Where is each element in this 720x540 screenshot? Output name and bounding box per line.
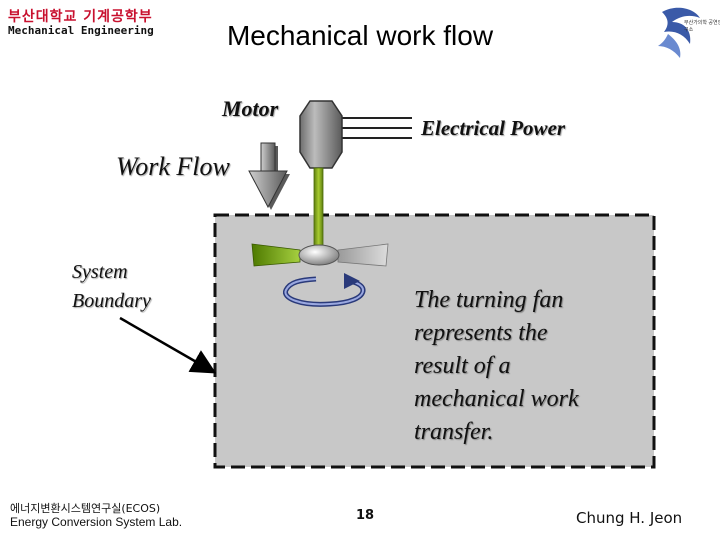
page-number: 18 bbox=[356, 508, 375, 523]
university-emblem bbox=[658, 7, 700, 58]
electrical-power-label: Electrical Power bbox=[421, 116, 566, 140]
system-boundary-label-line1: System bbox=[72, 261, 128, 283]
emblem-caption: 부산가의학 공연인구소 bbox=[684, 20, 720, 33]
fan-text-line1: The turning fan bbox=[414, 287, 564, 313]
university-logo-korean: 부산대학교 기계공학부 bbox=[8, 9, 153, 25]
fan-text-line2: represents the bbox=[414, 320, 548, 346]
fan-text-line3: result of a bbox=[414, 353, 511, 379]
author-name: Chung H. Jeon bbox=[576, 509, 683, 527]
fan-shaft bbox=[313, 167, 324, 249]
fan-blade-left bbox=[251, 243, 301, 267]
power-wires bbox=[340, 117, 412, 139]
rotation-arrow bbox=[283, 273, 366, 307]
fan-hub bbox=[298, 244, 340, 266]
department-logo-english: Mechanical Engineering bbox=[8, 24, 154, 37]
motor-label: Motor bbox=[222, 96, 279, 121]
lab-name-english: Energy Conversion System Lab. bbox=[10, 515, 183, 529]
system-boundary-label: System Boundary bbox=[72, 258, 151, 316]
fan-explanation-text: The turning fan represents the result of… bbox=[414, 284, 644, 449]
fan-text-line4: mechanical work bbox=[414, 386, 579, 412]
work-flow-arrow bbox=[248, 142, 290, 210]
work-flow-label: Work Flow bbox=[116, 152, 230, 181]
lab-name-korean: 에너지변환시스템연구실(ECOS) bbox=[10, 502, 161, 515]
boundary-pointer-arrow bbox=[119, 316, 217, 374]
fan-text-line5: transfer. bbox=[414, 419, 494, 445]
system-boundary-label-line2: Boundary bbox=[72, 290, 151, 312]
slide-title: Mechanical work flow bbox=[226, 20, 494, 51]
motor-shape bbox=[299, 100, 343, 169]
